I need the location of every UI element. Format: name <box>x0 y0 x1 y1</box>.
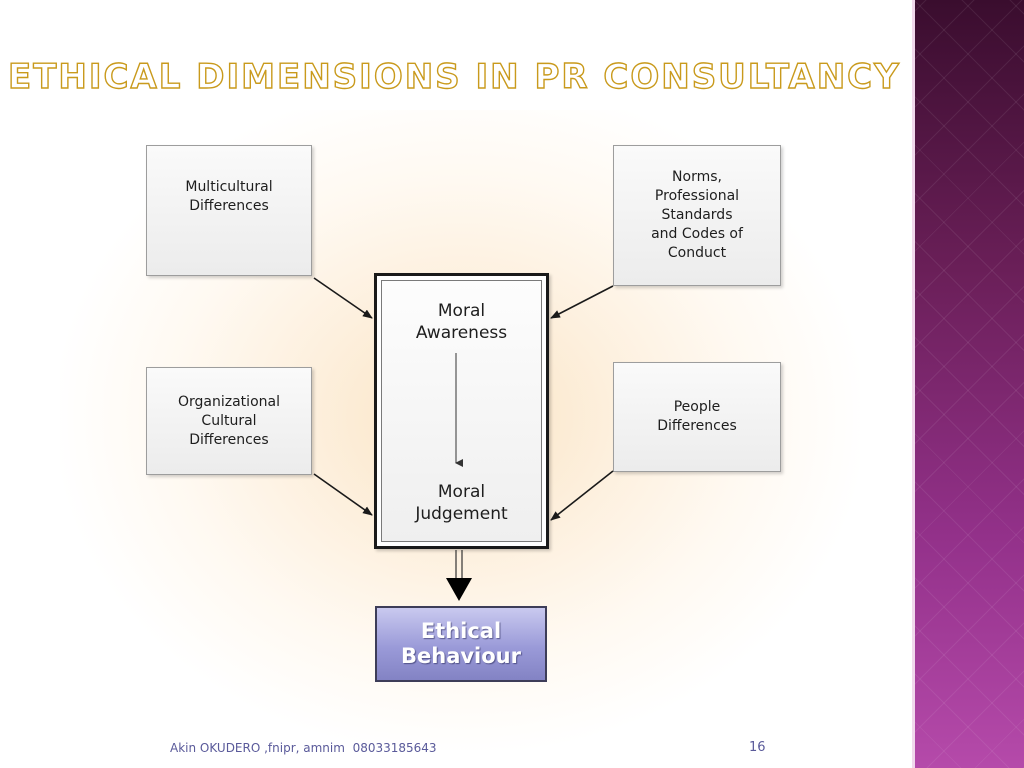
arrow-people-to-center <box>550 470 614 521</box>
arrow-organizational-to-center <box>313 473 373 516</box>
input-label-people: People Differences <box>657 399 737 434</box>
decorative-side-panel <box>912 0 1024 768</box>
input-box-organizational: Organizational Cultural Differences <box>146 367 312 475</box>
side-panel-edge <box>912 0 915 768</box>
input-label-multicultural: Multicultural Differences <box>185 178 273 214</box>
arrow-norms-to-center <box>550 285 614 319</box>
arrow-multicultural-to-center <box>313 277 373 319</box>
input-box-multicultural: Multicultural Differences <box>146 145 312 276</box>
moral-process-inner: Moral Awareness Moral Judgement <box>381 280 542 542</box>
footer-author: Akin OKUDERO ,fnipr, amnim 08033185643 <box>170 741 437 755</box>
slide-title: ETHICAL DIMENSIONS IN PR CONSULTANCY <box>7 56 901 97</box>
arrow-center-to-outcome <box>446 550 472 601</box>
input-box-people: People Differences <box>613 362 781 472</box>
moral-process-box: Moral Awareness Moral Judgement <box>374 273 549 549</box>
moral-judgement-label: Moral Judgement <box>415 482 508 524</box>
input-label-norms: Norms, Professional Standards and Codes … <box>651 169 743 261</box>
moral-awareness-label: Moral Awareness <box>415 301 508 343</box>
page-number: 16 <box>749 740 766 755</box>
input-label-organizational: Organizational Cultural Differences <box>178 393 280 448</box>
input-box-norms: Norms, Professional Standards and Codes … <box>613 145 781 286</box>
ethical-behaviour-box: Ethical Behaviour <box>375 606 547 682</box>
